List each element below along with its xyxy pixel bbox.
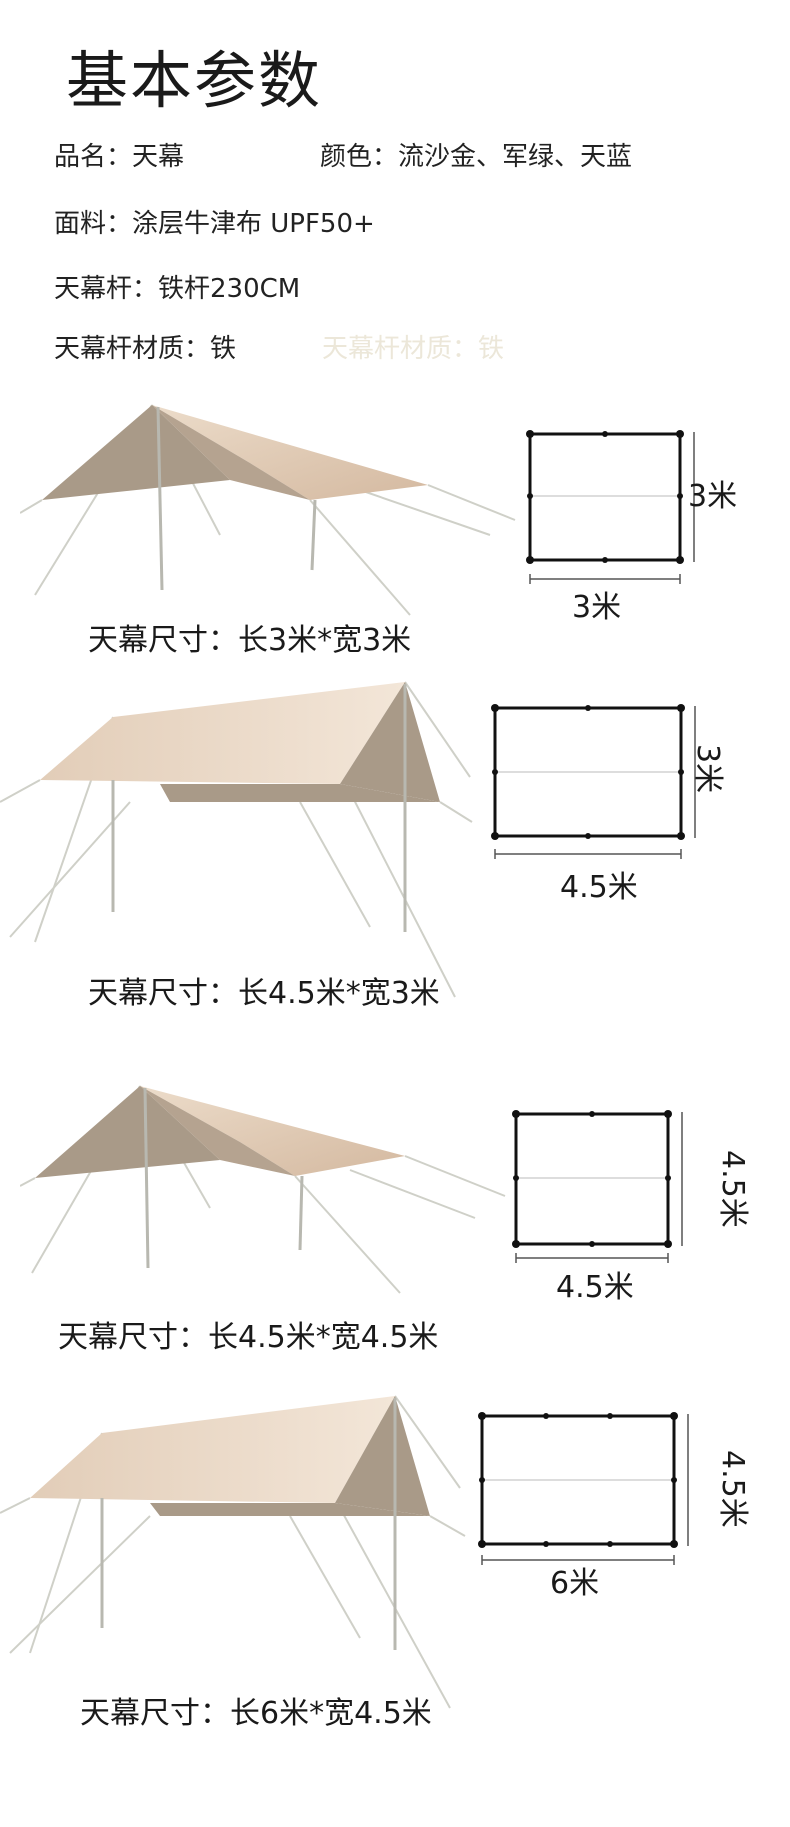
length-label-3: 4.5米 (556, 1270, 634, 1305)
spec-pole-material-ghost: 天幕杆材质：铁 (322, 334, 505, 364)
length-label-1: 3米 (572, 590, 622, 625)
spec-name: 品名：天幕 (54, 142, 185, 172)
spec-pole: 天幕杆：铁杆230CM (54, 274, 301, 304)
tarp-illustration-3 (20, 1085, 506, 1294)
tarp-illustration-1 (20, 404, 516, 616)
length-label-4: 6米 (550, 1566, 600, 1601)
tarp-illustration-2 (0, 681, 473, 998)
width-label-2: 3米 (690, 744, 725, 794)
caption-4: 天幕尺寸：长6米*宽4.5米 (80, 1696, 432, 1731)
caption-1: 天幕尺寸：长3米*宽3米 (88, 623, 412, 658)
spec-fabric: 面料：涂层牛津布 UPF50+ (54, 209, 375, 239)
caption-3: 天幕尺寸：长4.5米*宽4.5米 (58, 1320, 439, 1355)
width-label-4: 4.5米 (715, 1450, 750, 1528)
spec-color: 颜色：流沙金、军绿、天蓝 (320, 142, 633, 172)
caption-2: 天幕尺寸：长4.5米*宽3米 (88, 976, 440, 1011)
width-label-1: 3米 (688, 479, 738, 514)
tarp-illustration-4 (0, 1395, 466, 1709)
page-title: 基本参数 (66, 44, 323, 117)
length-label-2: 4.5米 (560, 870, 638, 905)
dimension-diagram-1 (526, 430, 695, 584)
spec-pole-material: 天幕杆材质：铁 (54, 334, 237, 364)
width-label-3: 4.5米 (715, 1150, 750, 1228)
dimension-diagram-4 (478, 1412, 689, 1565)
dimension-diagram-3 (512, 1110, 683, 1263)
dimension-diagram-2 (491, 704, 696, 859)
